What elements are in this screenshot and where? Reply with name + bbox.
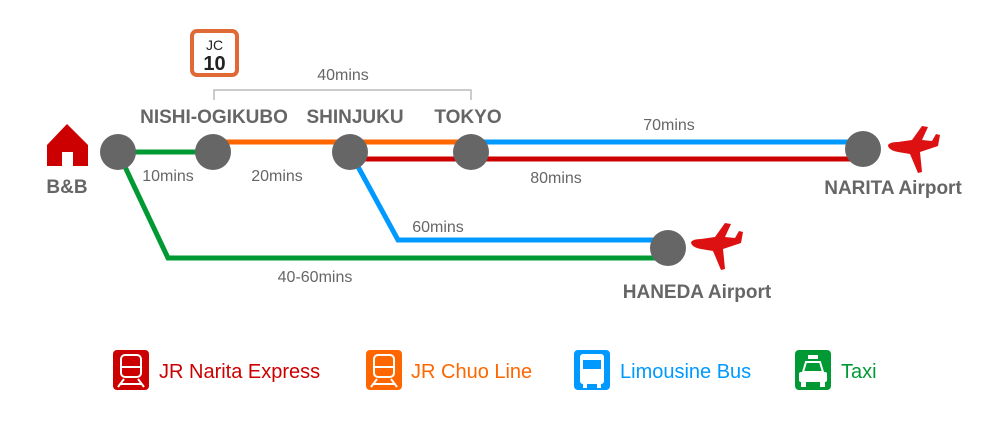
legend-label: Limousine Bus <box>620 361 751 383</box>
legend-item-limousine-bus: Limousine Bus <box>574 350 751 390</box>
limousine-bus-route <box>347 139 863 243</box>
plane-icon-narita <box>888 126 940 173</box>
time-taxi-haneda: 40-60mins <box>278 269 353 286</box>
node-narita[interactable] <box>845 131 881 167</box>
node-haneda[interactable] <box>650 230 686 266</box>
time-shinjuku-haneda: 60mins <box>412 219 464 236</box>
label-haneda: HANEDA Airport <box>623 282 772 303</box>
node-shinjuku[interactable] <box>332 134 368 170</box>
bus-icon <box>574 350 610 390</box>
time-bnb-nishi: 10mins <box>142 168 194 185</box>
legend-item-taxi: Taxi <box>795 350 877 390</box>
train-icon <box>113 350 149 390</box>
time-nishi-tokyo: 40mins <box>317 67 369 84</box>
time-tokyo-narita-bus: 70mins <box>643 117 695 134</box>
train-icon <box>366 350 402 390</box>
legend-label: JR Narita Express <box>159 361 320 383</box>
legend-item-chuo-line: JR Chuo Line <box>366 350 532 390</box>
legend-label: JR Chuo Line <box>411 361 532 383</box>
node-nishi-ogikubo[interactable] <box>195 134 231 170</box>
house-icon <box>47 124 88 166</box>
badge-station-number: 10 <box>203 53 225 75</box>
label-narita: NARITA Airport <box>824 178 962 199</box>
time-tokyo-narita-nex: 80mins <box>530 170 582 187</box>
node-bnb[interactable] <box>100 134 136 170</box>
label-nishi-ogikubo: NISHI-OGIKUBO <box>140 107 288 128</box>
plane-icon-haneda <box>691 223 743 270</box>
badge-line-code: JC <box>206 37 223 53</box>
label-tokyo: TOKYO <box>434 107 501 128</box>
legend-item-narita-express: JR Narita Express <box>113 350 320 390</box>
time-nishi-shinjuku: 20mins <box>251 168 303 185</box>
label-bnb: B&B <box>46 177 87 198</box>
label-shinjuku: SHINJUKU <box>306 107 403 128</box>
time-bracket <box>213 89 472 100</box>
station-number-badge: JC 10 <box>190 29 239 77</box>
node-tokyo[interactable] <box>453 134 489 170</box>
legend-label: Taxi <box>841 361 877 383</box>
taxi-icon <box>795 350 831 390</box>
legend: JR Narita Express JR Chuo Line Limousine… <box>113 350 877 390</box>
